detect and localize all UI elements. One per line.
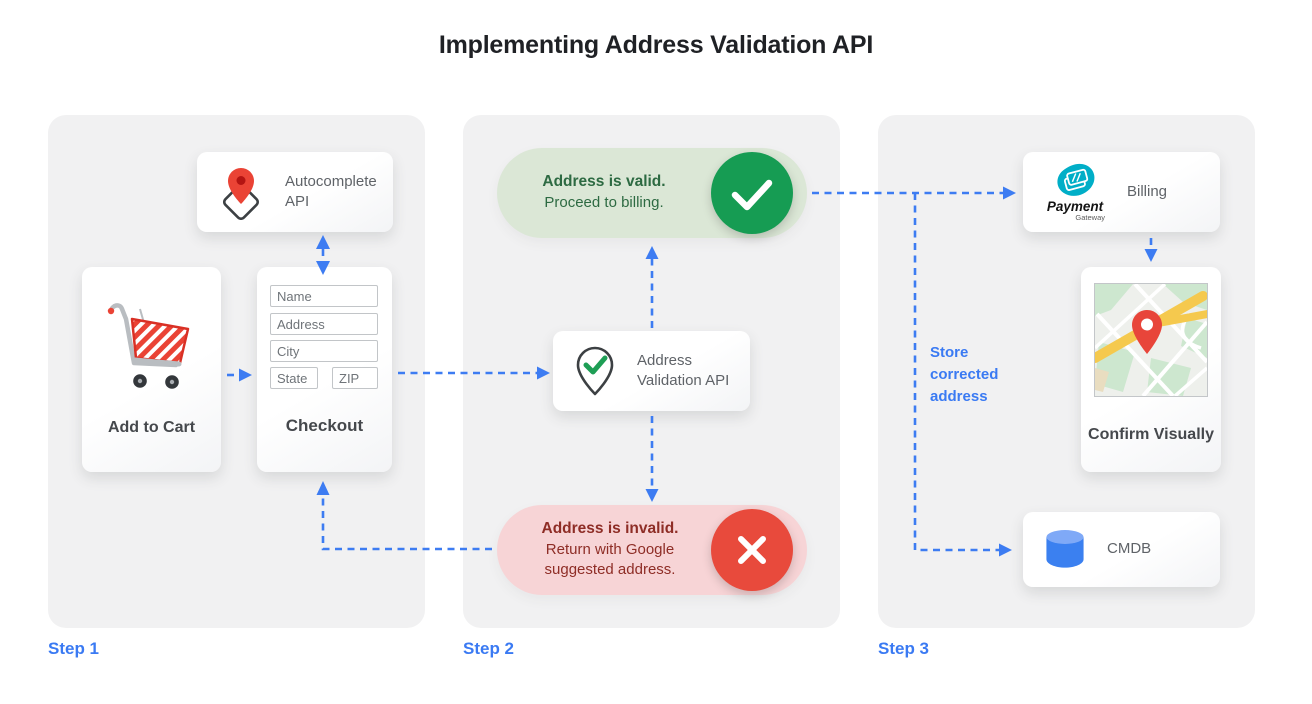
zip-field[interactable]: ZIP [332,367,378,389]
payment-gateway-logo: Payment Gateway [1039,162,1111,222]
city-field[interactable]: City [270,340,378,362]
address-validation-api-card: Address Validation API [553,331,750,411]
valid-check-badge [711,152,793,234]
x-icon [711,509,793,591]
billing-label: Billing [1127,182,1168,200]
invalid-pill-title: Address is invalid. [541,520,679,538]
check-icon [711,152,793,234]
page-title: Implementing Address Validation API [438,31,874,59]
autocomplete-api-card: Autocomplete API [197,152,393,232]
payment-gateway-blob-icon [1057,163,1095,196]
invalid-pill-subtitle: Return with Google suggested address. [544,541,676,579]
add-to-cart-card: Add to Cart [82,267,221,472]
cmdb-label: CMDB [1107,540,1152,558]
payment-logo-title: Payment [1046,199,1104,214]
store-corrected-address-note: Store corrected address [930,344,999,405]
billing-card: Payment Gateway Billing [1023,152,1220,232]
invalid-pill-text: Address is invalid. Return with Google s… [517,505,703,595]
step1-label: Step 1 [48,639,100,658]
address-invalid-pill: Address is invalid. Return with Google s… [497,505,807,595]
name-field[interactable]: Name [270,285,378,307]
autocomplete-api-label: Autocomplete API [285,172,377,210]
step3-label: Step 3 [878,639,930,658]
valid-pill-subtitle: Proceed to billing. [544,194,664,212]
valid-pill-text: Address is valid. Proceed to billing. [511,148,697,238]
database-icon [1039,525,1091,575]
address-field[interactable]: Address [270,313,378,335]
cmdb-card: CMDB [1023,512,1220,587]
state-field[interactable]: State [270,367,318,389]
map-thumbnail [1094,283,1208,397]
confirm-visually-label: Confirm Visually [1088,426,1214,443]
invalid-x-badge [711,509,793,591]
confirm-visually-card: Confirm Visually [1081,267,1221,472]
autocomplete-map-pin-icon [213,164,269,220]
validation-pin-check-icon [569,345,621,397]
checkout-label: Checkout [285,416,364,435]
valid-pill-title: Address is valid. [542,173,666,191]
payment-logo-subtitle: Gateway [1075,213,1105,222]
address-valid-pill: Address is valid. Proceed to billing. [497,148,807,238]
shopping-cart-icon [102,297,200,397]
checkout-card: Name Address City State ZIP Checkout [257,267,392,472]
step2-label: Step 2 [463,639,515,658]
address-validation-api-label: Address Validation API [637,351,730,389]
add-to-cart-label: Add to Cart [107,419,196,436]
